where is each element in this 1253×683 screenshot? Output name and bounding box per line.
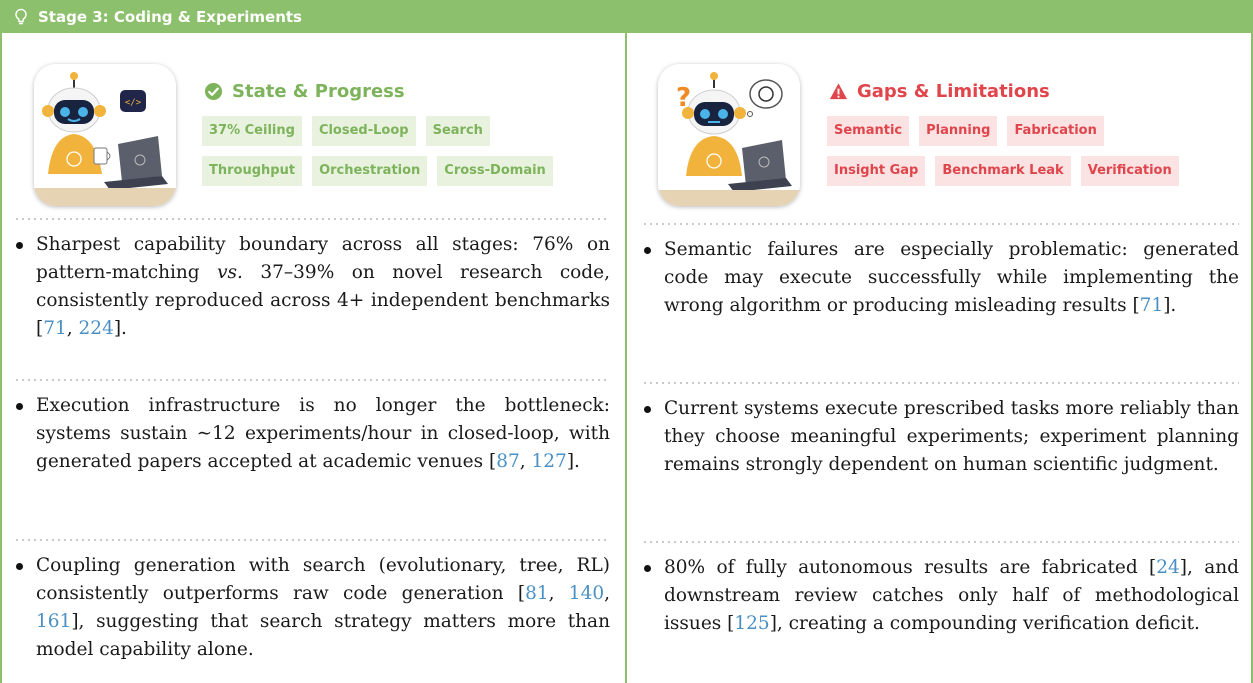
bullet-item: Coupling generation with search (evoluti… — [14, 552, 610, 664]
stage-header: Stage 3: Coding & Experiments — [0, 0, 1253, 33]
bullet-item: Execution infrastructure is no longer th… — [14, 392, 610, 476]
tag-ceiling: 37% Ceiling — [202, 116, 302, 146]
dotted-separator — [14, 218, 610, 220]
dotted-separator — [642, 382, 1239, 384]
tag-search: Search — [425, 116, 490, 146]
bullet-item: Current systems execute prescribed tasks… — [642, 395, 1239, 479]
citation-link[interactable]: 161 — [36, 611, 72, 632]
bullet-item: Semantic failures are especially problem… — [642, 236, 1239, 320]
robot-thinking-avatar: ? — [658, 64, 800, 206]
gaps-limitations-title: Gaps & Limitations — [829, 81, 1050, 102]
citation-link[interactable]: 71 — [1139, 295, 1164, 316]
state-progress-title: State & Progress — [204, 81, 405, 102]
tag-closed-loop: Closed-Loop — [311, 116, 416, 146]
dotted-separator — [642, 541, 1239, 543]
citation-link[interactable]: 125 — [734, 613, 770, 634]
warning-icon — [829, 83, 848, 100]
citation-link[interactable]: 81 — [525, 583, 549, 604]
gaps-limitations-column: ? Gaps & Limitations Semantic Planning F… — [642, 33, 1239, 683]
svg-text:</>: </> — [125, 98, 142, 108]
citation-link[interactable]: 224 — [78, 318, 114, 339]
robot-coding-avatar: </> — [34, 64, 176, 206]
tag-semantic: Semantic — [827, 116, 910, 146]
dotted-separator — [642, 223, 1239, 225]
citation-link[interactable]: 24 — [1156, 557, 1180, 578]
state-tags: 37% Ceiling Closed-Loop Search Throughpu… — [202, 116, 602, 196]
lightbulb-icon — [15, 8, 27, 24]
tag-orchestration: Orchestration — [312, 156, 428, 186]
tag-fabrication: Fabrication — [1007, 116, 1104, 146]
tag-cross-domain: Cross-Domain — [437, 156, 553, 186]
tag-throughput: Throughput — [202, 156, 303, 186]
bullet-item: Sharpest capability boundary across all … — [14, 231, 610, 343]
citation-link[interactable]: 140 — [568, 583, 605, 604]
tag-verification: Verification — [1080, 156, 1179, 186]
gaps-tags: Semantic Planning Fabrication Insight Ga… — [827, 116, 1227, 196]
citation-link[interactable]: 71 — [43, 318, 67, 339]
tag-insight-gap: Insight Gap — [827, 156, 926, 186]
check-circle-icon — [204, 82, 223, 101]
state-progress-column: </> State & Progress 37% Ceiling Closed-… — [14, 33, 610, 683]
dotted-separator — [14, 379, 610, 381]
citation-link[interactable]: 87 — [496, 451, 520, 472]
dotted-separator — [14, 539, 610, 541]
svg-text:?: ? — [676, 83, 691, 113]
tag-planning: Planning — [919, 116, 998, 146]
citation-link[interactable]: 127 — [531, 451, 567, 472]
tag-benchmark-leak: Benchmark Leak — [935, 156, 1071, 186]
stage-title: Stage 3: Coding & Experiments — [38, 7, 302, 26]
bullet-item: 80% of fully autonomous results are fabr… — [642, 554, 1239, 638]
column-divider — [625, 33, 627, 683]
